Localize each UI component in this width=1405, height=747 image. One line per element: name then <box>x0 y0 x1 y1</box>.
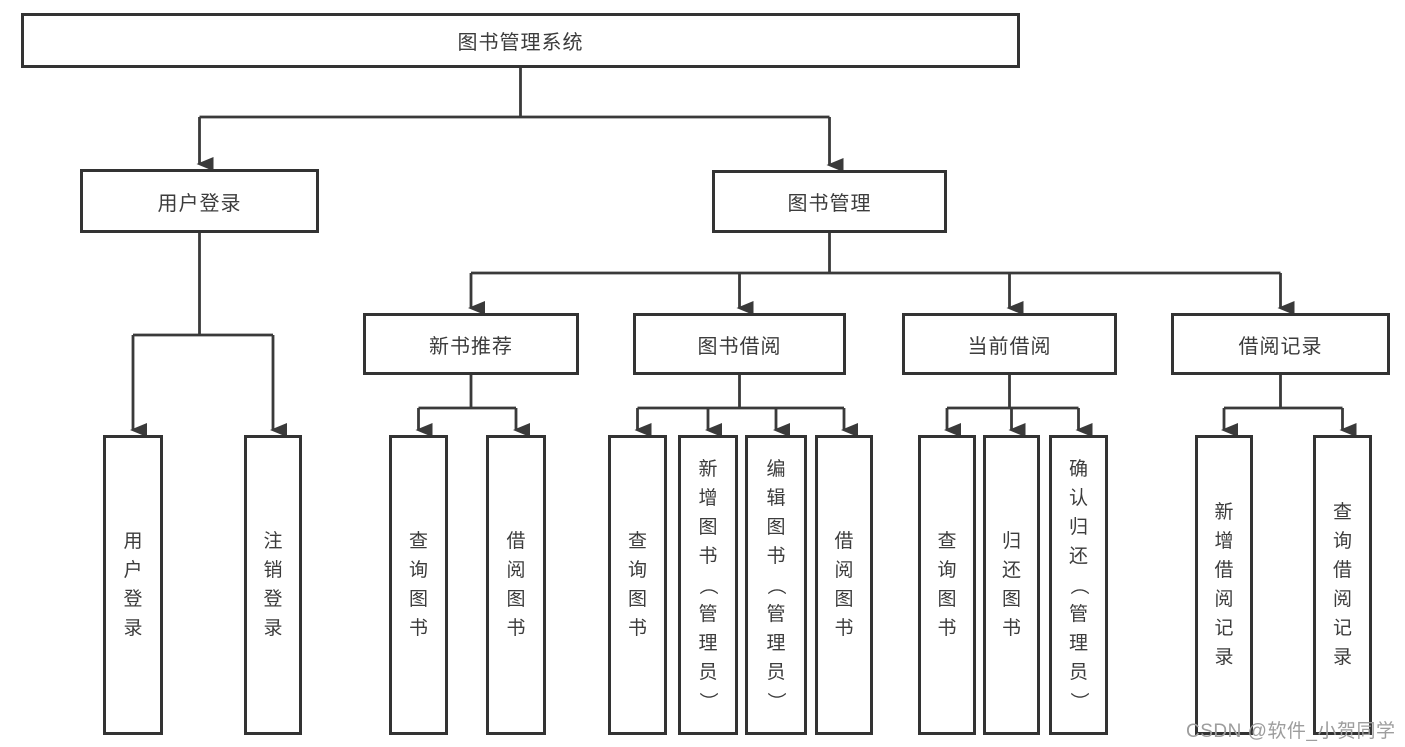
node-label: 借阅图书 <box>506 531 526 639</box>
leaf-current-query-books: 查询图书 <box>918 435 976 735</box>
leaf-logout: 注销登录 <box>244 435 302 735</box>
node-label: 借阅图书 <box>834 531 854 639</box>
leaf-records-query-borrow-record: 查询借阅记录 <box>1313 435 1372 735</box>
node-new-book-recommendation: 新书推荐 <box>363 313 579 375</box>
node-root-library-management-system: 图书管理系统 <box>21 13 1020 68</box>
node-current-borrowing: 当前借阅 <box>902 313 1117 375</box>
node-label: 图书借阅 <box>697 335 782 358</box>
node-borrowing-records: 借阅记录 <box>1171 313 1390 375</box>
leaf-recommend-query-books: 查询图书 <box>389 435 448 735</box>
leaf-borrowing-add-books-admin: 新增图书（管理员） <box>678 435 738 735</box>
node-label: 查询图书 <box>627 531 647 639</box>
node-label: 确认归还（管理员） <box>1067 458 1089 711</box>
node-label: 查询借阅记录 <box>1332 502 1352 668</box>
node-label: 用户登录 <box>157 192 242 215</box>
leaf-borrowing-query-books: 查询图书 <box>608 435 667 735</box>
node-label: 图书管理 <box>787 193 872 215</box>
node-label: 编辑图书（管理员） <box>765 458 787 711</box>
node-book-borrowing: 图书借阅 <box>633 313 846 375</box>
node-label: 查询图书 <box>408 531 428 639</box>
leaf-user-login: 用户登录 <box>103 435 163 735</box>
leaf-records-add-borrow-record: 新增借阅记录 <box>1195 435 1253 735</box>
node-label: 归还图书 <box>1001 531 1021 639</box>
node-label: 图书管理系统 <box>457 32 584 54</box>
node-book-management: 图书管理 <box>712 170 947 233</box>
leaf-current-confirm-return-admin: 确认归还（管理员） <box>1049 435 1108 735</box>
leaf-borrowing-edit-books-admin: 编辑图书（管理员） <box>745 435 807 735</box>
node-label: 新增借阅记录 <box>1214 502 1234 668</box>
node-label: 查询图书 <box>937 531 957 639</box>
node-label: 新增图书（管理员） <box>697 458 719 711</box>
leaf-recommend-borrow-books: 借阅图书 <box>486 435 546 735</box>
leaf-current-return-books: 归还图书 <box>983 435 1040 735</box>
node-label: 当前借阅 <box>967 335 1052 358</box>
csdn-watermark: CSDN @软件_小贺同学 <box>1186 721 1396 742</box>
leaf-borrowing-borrow-books: 借阅图书 <box>815 435 873 735</box>
node-label: 新书推荐 <box>429 335 513 358</box>
node-label: 注销登录 <box>263 531 283 639</box>
node-label: 用户登录 <box>123 531 143 639</box>
node-user-login: 用户登录 <box>80 169 319 233</box>
node-label: 借阅记录 <box>1238 335 1323 358</box>
